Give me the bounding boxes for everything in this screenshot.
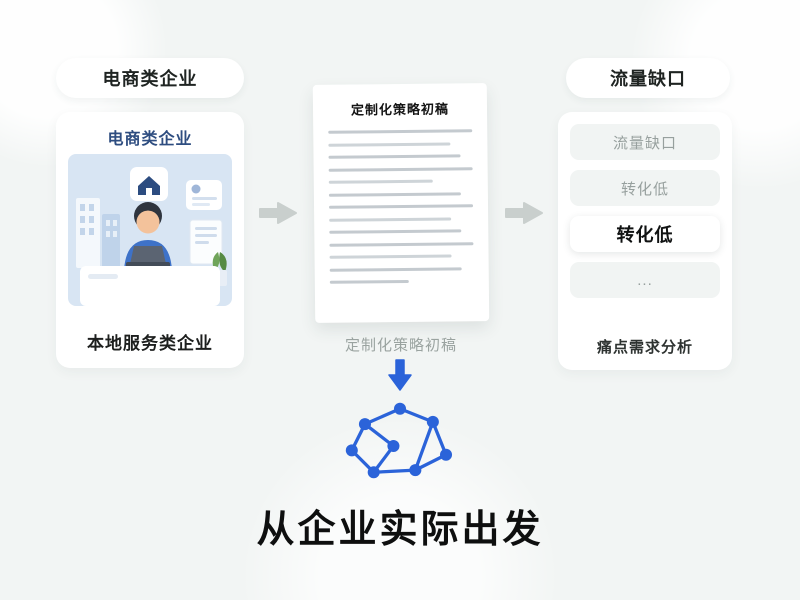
arrow-right-icon — [504, 200, 544, 231]
document-title: 定制化策略初稿 — [350, 101, 450, 118]
left-company-card: 电商类企业 — [56, 112, 244, 368]
doc-line — [329, 216, 452, 222]
doc-line — [328, 141, 451, 147]
left-pill-label: 电商类企业 — [102, 69, 198, 89]
doc-line — [329, 266, 463, 272]
painpoint-item-ellipsis: ... — [570, 262, 720, 298]
document-body — [313, 117, 489, 284]
arrow-right-icon — [258, 200, 298, 231]
doc-line — [328, 179, 433, 184]
person-at-desk-icon — [76, 167, 227, 306]
doc-line — [329, 204, 474, 209]
network-graph-icon — [345, 400, 455, 497]
right-card-caption: 痛点需求分析 — [596, 339, 693, 356]
painpoint-item: 转化低 — [570, 170, 720, 206]
left-card-title: 电商类企业 — [107, 131, 193, 148]
left-card-caption: 本地服务类企业 — [87, 334, 213, 353]
office-illustration — [68, 154, 232, 306]
page-title: 从企业实际出发 — [256, 509, 544, 551]
left-pill-badge: 电商类企业 — [56, 58, 244, 98]
doc-line — [329, 241, 474, 247]
doc-line — [329, 254, 452, 259]
doc-line — [328, 166, 473, 172]
right-pill-badge: 流量缺口 — [566, 58, 730, 98]
right-pill-label: 流量缺口 — [610, 69, 686, 89]
painpoint-item: 流量缺口 — [570, 124, 720, 160]
doc-line — [328, 129, 473, 134]
doc-line — [328, 154, 461, 159]
painpoint-item-highlighted: 转化低 — [570, 216, 720, 252]
doc-line — [329, 279, 410, 284]
doc-line — [328, 191, 462, 197]
doc-line — [329, 229, 462, 234]
document-caption: 定制化策略初稿 — [344, 337, 457, 354]
strategy-document: 定制化策略初稿 — [312, 83, 490, 323]
painpoint-card: 流量缺口 转化低 转化低 ... 痛点需求分析 — [558, 112, 732, 370]
arrow-down-icon — [388, 358, 412, 397]
